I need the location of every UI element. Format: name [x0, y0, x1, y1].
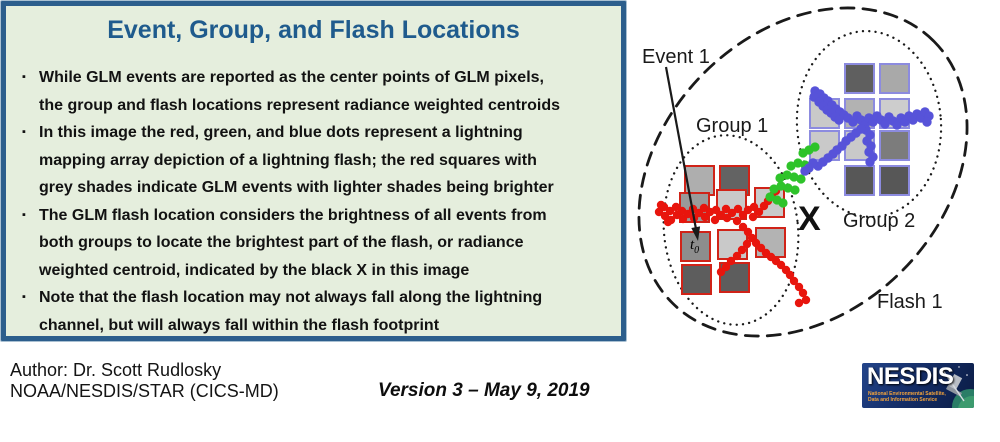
bullet-text: While GLM events are reported as the cen…	[39, 69, 560, 114]
red-lma-dot	[663, 217, 673, 227]
nesdis-logo: NESDIS National Environmental Satellite,…	[862, 363, 974, 408]
bullet-text: The GLM flash location considers the bri…	[39, 206, 547, 279]
blue-lma-dot	[922, 117, 932, 127]
green-lma-dot	[796, 174, 806, 184]
author-line: Author: Dr. Scott Rudlosky	[10, 360, 222, 380]
red-lma-dot	[710, 215, 720, 225]
blue-lma-dot	[800, 166, 810, 176]
bullet-square-icon: ▪	[22, 208, 26, 221]
red-lma-dot	[733, 204, 743, 214]
green-lma-dot	[789, 172, 799, 182]
red-lma-dot	[794, 298, 804, 308]
glm-event-pixel-red	[681, 264, 712, 295]
red-lma-dot	[732, 251, 742, 261]
diagram-svg	[637, 6, 969, 338]
label-t0: t0	[690, 237, 700, 256]
author-block: Author: Dr. Scott Rudlosky NOAA/NESDIS/S…	[10, 360, 279, 401]
bullet-square-icon: ▪	[22, 291, 26, 303]
blue-lma-dot	[892, 120, 902, 130]
red-lma-dot	[732, 216, 742, 226]
glm-event-pixel-blue	[844, 63, 875, 94]
green-lma-dot	[790, 185, 800, 195]
red-lma-dot	[727, 208, 737, 218]
list-item: ▪ While GLM events are reported as the c…	[22, 64, 611, 119]
red-lma-dot	[748, 212, 758, 222]
flash-centroid-x-mark: X	[798, 200, 821, 238]
red-lma-dot	[743, 227, 753, 237]
red-lma-dot	[801, 295, 811, 305]
red-lma-dot	[716, 267, 726, 277]
green-lma-dot	[810, 142, 820, 152]
red-lma-dot	[785, 270, 795, 280]
red-lma-dot	[699, 203, 709, 213]
green-lma-dot	[783, 183, 793, 193]
green-lma-dot	[793, 158, 803, 168]
event1-arrow-line	[664, 66, 698, 230]
red-lma-dot	[726, 256, 736, 266]
green-lma-dot	[775, 173, 785, 183]
list-item: ▪ In this image the red, green, and blue…	[22, 119, 611, 202]
red-lma-dot	[721, 204, 731, 214]
green-lma-dot	[776, 181, 786, 191]
glm-event-pixel-blue	[844, 165, 875, 196]
red-lma-dot	[742, 239, 752, 249]
satellite-earth-graphic	[940, 366, 974, 408]
blue-lma-dot	[865, 157, 875, 167]
glm-event-pixel-red	[755, 227, 786, 258]
red-lma-dot	[671, 202, 681, 212]
content-box: Event, Group, and Flash Locations ▪ Whil…	[1, 1, 626, 341]
nesdis-logo-wordmark: NESDIS	[867, 363, 954, 390]
green-lma-dot	[778, 198, 788, 208]
blue-lma-dot	[880, 119, 890, 129]
bullet-text: Note that the flash location may not alw…	[39, 289, 543, 334]
ellipse-group-1	[662, 134, 800, 326]
red-lma-dot	[794, 282, 804, 292]
green-lma-dot	[769, 184, 779, 194]
green-lma-dot	[782, 170, 792, 180]
green-lma-dot	[786, 161, 796, 171]
ellipse-group-2	[795, 29, 943, 219]
bullet-text: In this image the red, green, and blue d…	[39, 124, 554, 196]
red-lma-dot	[789, 276, 799, 286]
glm-event-pixel-red	[719, 262, 750, 293]
red-lma-dot	[665, 206, 675, 216]
label-group-1: Group 1	[696, 115, 769, 137]
red-lma-dot	[656, 200, 666, 210]
glm-event-pixel-red	[680, 231, 711, 262]
bullet-square-icon: ▪	[22, 126, 26, 138]
ellipse-flash-1	[637, 6, 969, 338]
red-lma-dot	[798, 288, 808, 298]
affiliation-line: NOAA/NESDIS/STAR (CICS-MD)	[10, 380, 279, 401]
red-lma-dot	[737, 245, 747, 255]
blue-lma-dot	[834, 115, 844, 125]
version-text: Version 3 – May 9, 2019	[378, 380, 590, 401]
page-title: Event, Group, and Flash Locations	[107, 16, 520, 44]
bullet-list: ▪ While GLM events are reported as the c…	[6, 64, 621, 339]
label-group-2: Group 2	[843, 210, 916, 232]
glm-event-pixel-blue	[879, 130, 910, 161]
bullet-square-icon: ▪	[22, 71, 26, 83]
red-lma-dot	[754, 207, 764, 217]
glm-event-pixel-blue	[879, 165, 910, 196]
glm-event-pixel-red	[717, 229, 748, 260]
event1-arrow-head	[691, 226, 701, 241]
label-event-1: Event 1	[642, 46, 710, 68]
list-item: ▪ Note that the flash location may not a…	[22, 284, 611, 339]
green-lma-dot	[765, 192, 775, 202]
label-flash-1: Flash 1	[877, 291, 943, 313]
glm-event-pixel-blue	[879, 63, 910, 94]
nesdis-logo-tagline: National Environmental Satellite, Data a…	[868, 391, 946, 403]
list-item: ▪ The GLM flash location considers the b…	[22, 202, 611, 285]
